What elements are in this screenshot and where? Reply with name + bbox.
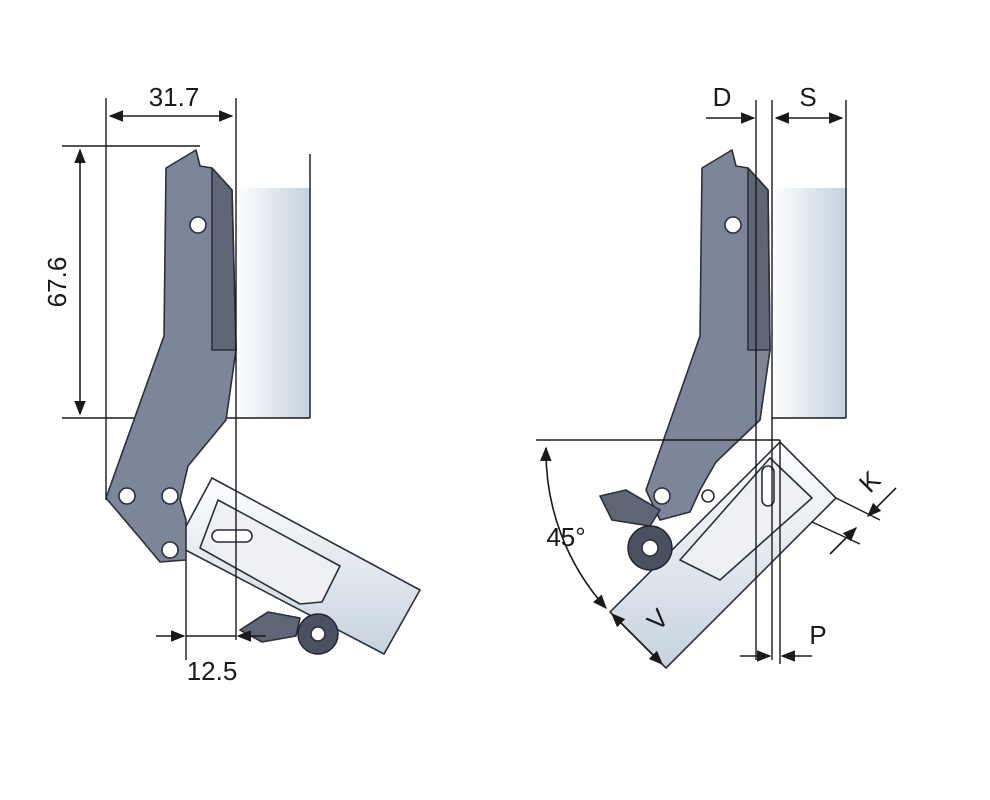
left-hinge-pin-mid-b [161, 487, 179, 505]
right-dim-k-arrow-b [829, 526, 858, 555]
right-cup-slot [761, 465, 775, 507]
right-cabinet-panel [772, 188, 846, 418]
left-view: 31.7 67.6 12.5 [42, 82, 422, 686]
right-dim-k-arrow-a [866, 487, 897, 518]
left-dim-bottom-label: 12.5 [187, 656, 238, 686]
left-hinge-pin-low [161, 541, 179, 559]
right-dim-s-label: S [799, 82, 816, 112]
right-dim-angle-label: 45° [546, 522, 585, 552]
right-dim-k-ref-b [811, 521, 861, 545]
right-angle-arc [540, 446, 607, 610]
right-dim-k-ref-a [835, 497, 881, 521]
left-cup-slot [211, 529, 253, 543]
left-cabinet-panel [236, 188, 310, 418]
right-gear-center [641, 539, 659, 557]
right-dim-p-label: P [809, 620, 826, 650]
left-hinge-pin-mid-a [118, 487, 136, 505]
left-dim-width-label: 31.7 [149, 82, 200, 112]
left-hinge-cup [199, 499, 341, 605]
right-dim-d-label: D [713, 82, 732, 112]
right-hinge-pin-mid [653, 487, 671, 505]
left-gear-center [310, 626, 326, 642]
right-hinge-pin-link [701, 489, 715, 503]
right-dim-k-label: K [853, 464, 887, 498]
right-dim-v-line [610, 612, 664, 666]
left-hinge-arm-side [211, 167, 237, 351]
right-hinge-clip [599, 489, 661, 527]
left-hinge-pin-top [189, 216, 207, 234]
right-hinge-pin-top [724, 216, 742, 234]
left-dim-height-label: 67.6 [42, 257, 72, 308]
right-hinge-arm-side [747, 167, 771, 351]
right-view: D S 45° K V P [536, 82, 897, 670]
right-hinge-cup [679, 457, 813, 581]
left-hinge-clip [239, 611, 301, 643]
